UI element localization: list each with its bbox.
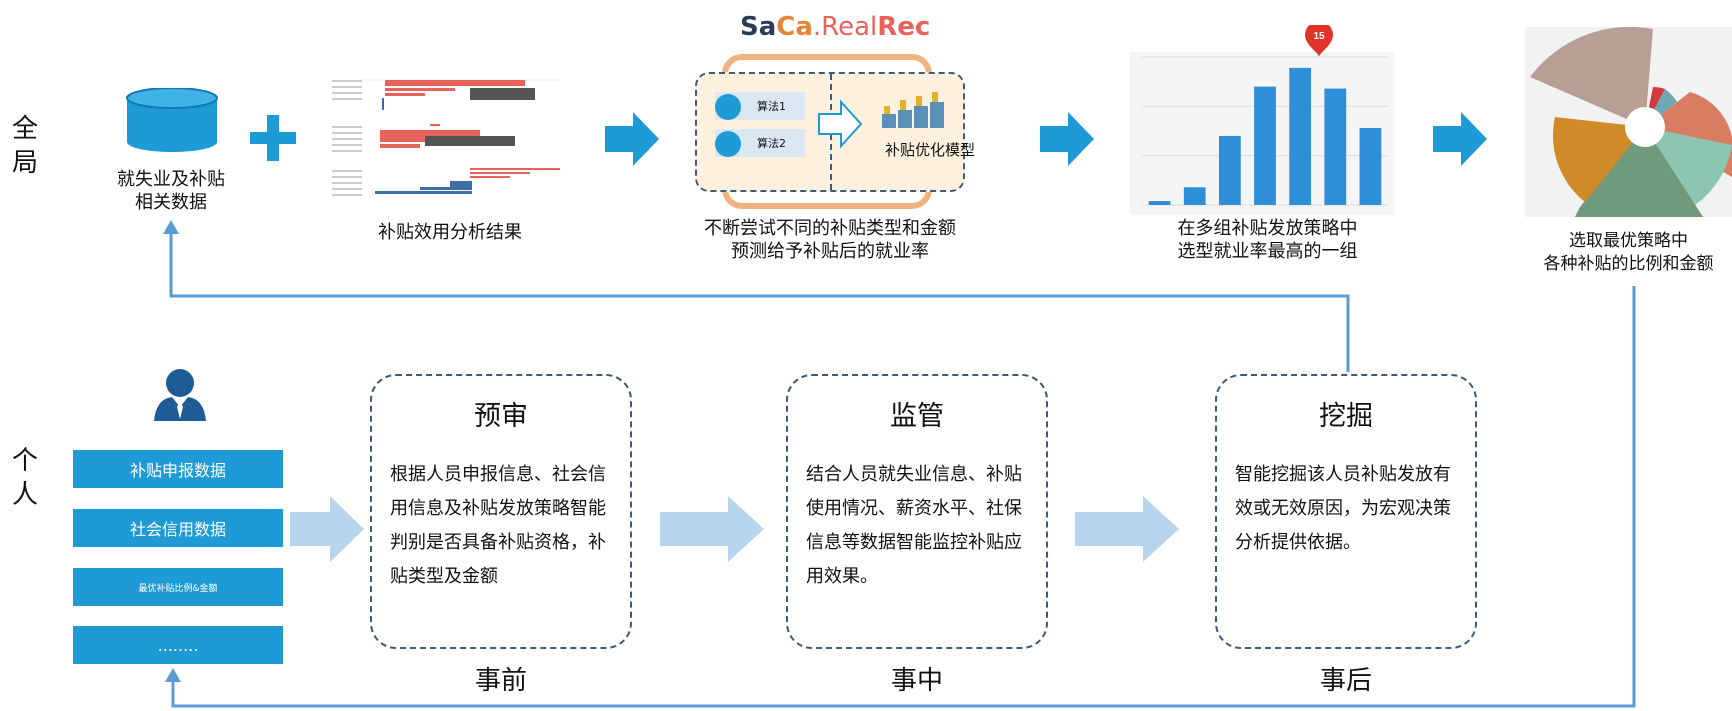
mini-chart-3 — [332, 168, 560, 196]
chart-pin: 15 — [1305, 25, 1333, 57]
algo-2-label: 算法2 — [757, 137, 786, 150]
stage-title: 监管 — [890, 401, 944, 432]
stage-foot-after: 事后 — [1319, 666, 1372, 696]
pin-value: 15 — [1313, 31, 1325, 42]
stage-text: 结合人员就失业信息、补贴使用情况、薪资水平、社保信息等数据智能监控补贴应用效果。 — [806, 464, 1022, 587]
stage-text: 根据人员申报信息、社会信用信息及补贴发放策略智能判别是否具备补贴资格，补贴类型及… — [390, 464, 606, 587]
bar-chart-caption: 在多组补贴发放策略中 选型就业率最高的一组 — [1177, 218, 1358, 262]
chart-bar — [1254, 86, 1276, 205]
chart-bar — [1183, 187, 1206, 205]
feedback-line-top — [169, 228, 1350, 372]
data-item-application: 补贴申报数据 — [73, 450, 283, 488]
brand-suffix-1: .Real — [812, 12, 878, 42]
algo-2-icon — [715, 131, 741, 157]
strategy-bar-chart: 15 — [1130, 25, 1395, 215]
mini-chart-1 — [332, 79, 560, 110]
individual-label: 个 人 — [11, 446, 38, 510]
stage-foot-before: 事前 — [474, 666, 527, 696]
stage-prereview: 预审 根据人员申报信息、社会信用信息及补贴发放策略智能判别是否具备补贴资格，补贴… — [370, 374, 632, 649]
chart-bar — [1289, 67, 1312, 205]
flow-arrow-1 — [605, 112, 659, 166]
chart-bars — [1148, 67, 1382, 205]
stage-title: 预审 — [474, 401, 528, 432]
hollow-arrow-icon — [818, 99, 863, 149]
allocation-rose-chart — [1525, 27, 1732, 217]
algo-1-icon — [715, 94, 741, 120]
stage-title: 挖掘 — [1319, 401, 1373, 432]
data-source-caption: 就失业及补贴 相关数据 — [117, 169, 225, 213]
light-arrow-3 — [1075, 496, 1179, 562]
flow-arrow-2 — [1040, 112, 1094, 166]
analysis-caption: 补贴效用分析结果 — [378, 222, 522, 243]
plus-icon — [250, 115, 296, 161]
stage-foot-during: 事中 — [890, 666, 943, 696]
light-arrow-1 — [290, 496, 364, 562]
chart-bar — [1148, 201, 1171, 205]
pie-caption: 选取最优策略中 各种补贴的比例和金额 — [1543, 231, 1714, 274]
mini-chart-2 — [332, 124, 515, 152]
feedback-line-bottom — [171, 286, 1636, 708]
brand-prefix: Sa — [740, 12, 777, 42]
stage-mining: 挖掘 智能挖掘该人员补贴发放有效或无效原因，为宏观决策分析提供依据。 — [1215, 374, 1477, 649]
algo-1-label: 算法1 — [757, 100, 786, 113]
model-label: 补贴优化模型 — [885, 141, 976, 159]
feedback-arrowhead-top — [163, 220, 179, 234]
brand-logo: SaCa.RealRec — [740, 12, 930, 42]
stage-text: 智能挖掘该人员补贴发放有效或无效原因，为宏观决策分析提供依据。 — [1235, 464, 1451, 553]
model-caption: 不断尝试不同的补贴类型和金额 预测给予补贴后的就业率 — [704, 218, 956, 262]
brand-suffix-2: Rec — [877, 12, 931, 42]
data-item-optimal: 最优补贴比例&金额 — [73, 568, 283, 606]
flow-arrow-3 — [1433, 112, 1487, 166]
chart-bar — [1324, 88, 1347, 205]
chart-bar — [1359, 128, 1382, 205]
light-arrow-2 — [660, 496, 764, 562]
person-icon — [154, 369, 206, 421]
puzzle-cubes-icon — [882, 92, 944, 128]
optimization-model-diagram: 算法1 算法2 补贴优化模型 — [695, 54, 975, 209]
feedback-arrowhead-bottom — [165, 668, 181, 682]
brand-middle: Ca — [776, 12, 813, 42]
stage-supervision: 监管 结合人员就失业信息、补贴使用情况、薪资水平、社保信息等数据智能监控补贴应用… — [786, 374, 1048, 649]
data-item-credit: 社会信用数据 — [73, 509, 283, 547]
global-label: 全 局 — [11, 114, 38, 178]
database-icon — [126, 88, 218, 152]
data-item-more: ........ — [73, 626, 283, 664]
chart-bar — [1218, 135, 1241, 205]
analysis-mini-charts — [332, 79, 560, 196]
